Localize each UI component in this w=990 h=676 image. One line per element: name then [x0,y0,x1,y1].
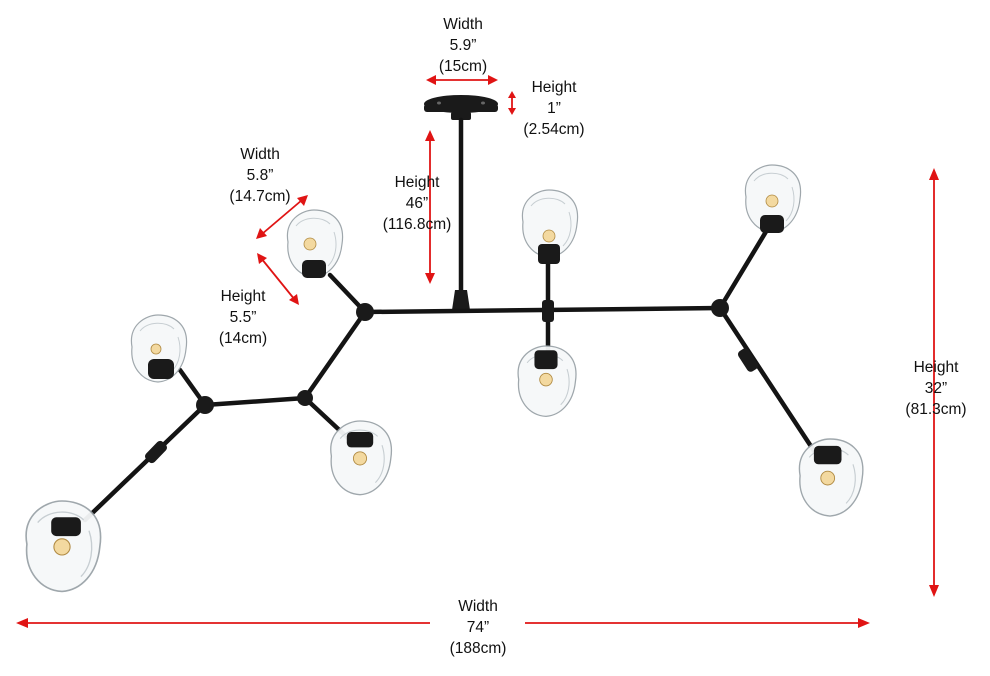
rod-height-label: Height 46” (116.8cm) [372,172,462,235]
shade-bottom-left [25,500,102,593]
dimension-metric: (14.7cm) [229,188,291,205]
dimension-imperial: 1” [547,100,561,117]
shade-lower-middle [330,420,393,496]
canopy-height-label: Height 1” (2.54cm) [508,77,600,140]
dimension-imperial: 32” [924,380,948,397]
dimension-imperial: 5.8” [246,167,274,184]
dimension-metric: (14cm) [218,330,268,347]
dimension-name: Height [531,79,577,96]
fixture-arms [82,222,823,523]
shade-top-right [744,164,802,233]
shade-height-label: Height 5.5” (14cm) [198,286,288,349]
shade-center-top [521,189,579,264]
canopy [424,95,498,120]
dimension-imperial: 74” [466,619,490,636]
dimension-name: Height [394,174,440,191]
dimension-name: Width [240,146,280,163]
dimension-metric: (188cm) [449,640,507,657]
shade-width-label: Width 5.8” (14.7cm) [214,144,306,207]
dimension-name: Height [913,359,959,376]
hub-center [452,290,470,310]
dimension-name: Width [458,598,498,615]
shade-bottom-right [798,438,864,517]
fixture-height-label: Height 32” (81.3cm) [890,357,982,420]
shade-center-bottom [517,345,577,417]
shade-top-left [286,209,344,278]
canopy-width-label: Width 5.9” (15cm) [418,14,508,77]
dimension-metric: (2.54cm) [523,121,585,138]
fixture-width-label: Width 74” (188cm) [433,596,523,659]
dimension-imperial: 46” [405,195,429,212]
dimension-metric: (15cm) [438,58,488,75]
dimension-metric: (81.3cm) [905,401,967,418]
dimension-imperial: 5.9” [449,37,477,54]
dimension-arrows [16,75,939,628]
dimension-metric: (116.8cm) [382,216,452,233]
dimension-imperial: 5.5” [229,309,257,326]
dimension-name: Height [220,288,266,305]
arm-joints [145,299,759,464]
dimension-name: Width [443,16,483,33]
shade-left [130,314,188,383]
